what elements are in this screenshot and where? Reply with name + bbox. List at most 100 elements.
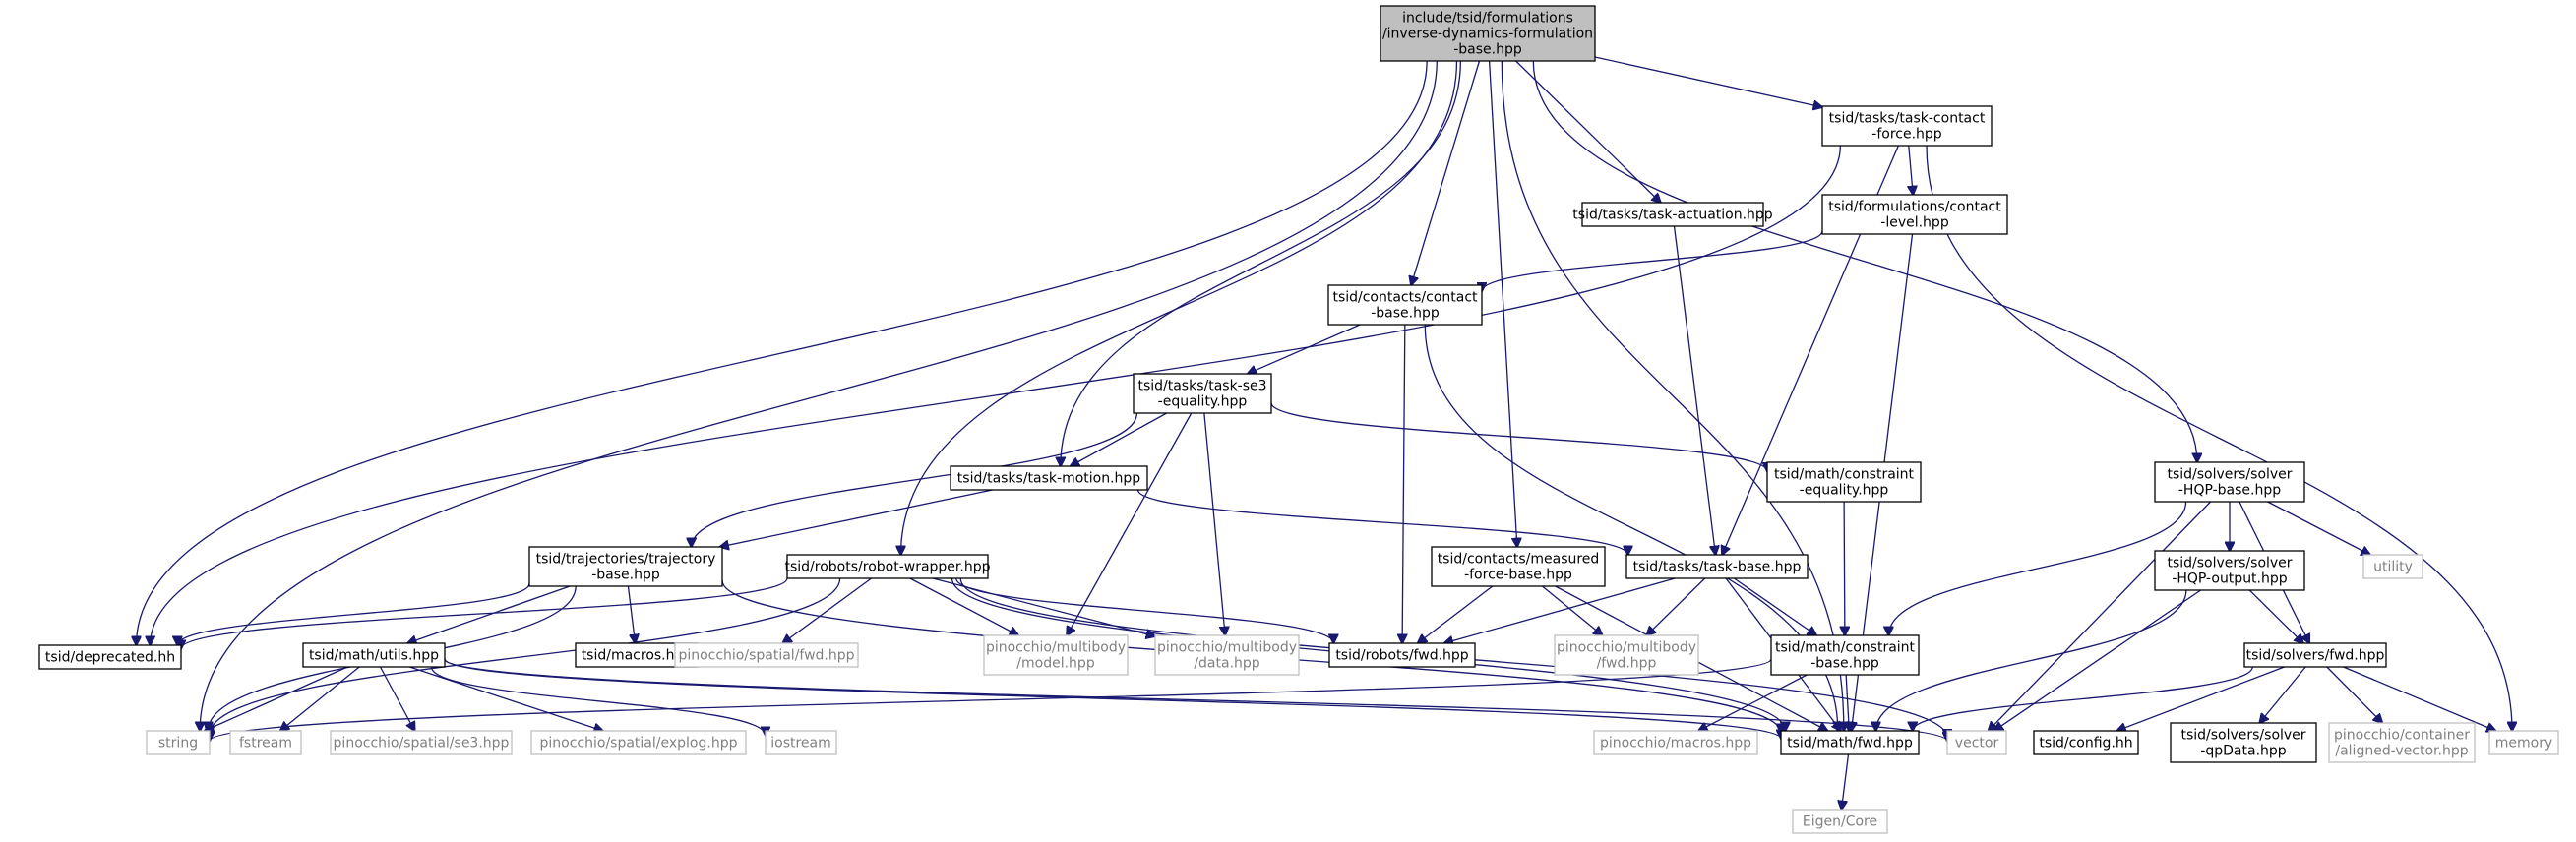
node-label: tsid/config.hh	[2039, 736, 2132, 752]
node-utility[interactable]: utility	[2362, 554, 2423, 579]
edge-robot-wrapper-to-deprecated	[181, 577, 788, 649]
node-solver-hqp-base[interactable]: tsid/solvers/solver-HQP-base.hpp	[2154, 461, 2305, 503]
node-task-actuation[interactable]: tsid/tasks/task-actuation.hpp	[1572, 202, 1773, 227]
node-box	[765, 730, 837, 755]
edge-root-to-deprecated	[136, 60, 1428, 645]
node-memory[interactable]: memory	[2488, 730, 2559, 755]
node-eigen-core[interactable]: Eigen/Core	[1792, 809, 1888, 834]
node-label: string	[158, 736, 198, 752]
node-pin-se3[interactable]: pinocchio/spatial/se3.hpp	[330, 730, 513, 755]
edge-solvers-fwd-to-math-fwd	[1913, 666, 2253, 731]
node-contact-level[interactable]: tsid/formulations/contact-level.hpp	[1821, 194, 2008, 235]
node-label: iostream	[770, 736, 831, 752]
node-label: pinocchio/multibody	[986, 640, 1126, 656]
node-label: /fwd.hpp	[1597, 656, 1657, 672]
edge-math-utils-to-fstream	[280, 666, 360, 731]
edge-traj-base-to-math-utils	[407, 585, 571, 643]
node-label: -equality.hpp	[1800, 483, 1889, 499]
node-label: tsid/trajectories/trajectory	[536, 552, 716, 568]
edge-solver-hqp-output-to-solvers-fwd	[2248, 589, 2303, 643]
node-pin-mb-fwd[interactable]: pinocchio/multibody/fwd.hpp	[1554, 634, 1699, 676]
edge-root-to-task-motion	[1061, 60, 1462, 466]
node-label: tsid/tasks/task-contact	[1829, 111, 1986, 127]
node-box	[1431, 546, 1606, 587]
node-box	[1154, 634, 1300, 676]
node-math-fwd[interactable]: tsid/math/fwd.hpp	[1780, 730, 1920, 755]
node-measured-force[interactable]: tsid/contacts/measured-force-base.hpp	[1431, 546, 1606, 587]
node-pin-spatial-fwd[interactable]: pinocchio/spatial/fwd.hpp	[674, 642, 859, 668]
node-math-utils[interactable]: tsid/math/utils.hpp	[302, 642, 446, 668]
node-task-se3[interactable]: tsid/tasks/task-se3-equality.hpp	[1133, 373, 1272, 414]
node-task-motion[interactable]: tsid/tasks/task-motion.hpp	[950, 465, 1148, 491]
node-box	[1780, 730, 1920, 755]
node-label: fstream	[239, 736, 292, 752]
node-config[interactable]: tsid/config.hh	[2033, 730, 2139, 755]
node-label: tsid/tasks/task-actuation.hpp	[1572, 208, 1773, 223]
node-robots-fwd[interactable]: tsid/robots/fwd.hpp	[1328, 642, 1476, 668]
node-solvers-fwd[interactable]: tsid/solvers/fwd.hpp	[2243, 642, 2387, 668]
node-label: tsid/tasks/task-base.hpp	[1633, 560, 1802, 575]
node-box	[2488, 730, 2559, 755]
edge-root-to-task-contact-force	[1594, 56, 1822, 107]
node-box	[1946, 730, 2007, 755]
node-label: -level.hpp	[1880, 215, 1949, 231]
node-contact-base[interactable]: tsid/contacts/contact-base.hpp	[1327, 284, 1483, 326]
node-task-base[interactable]: tsid/tasks/task-base.hpp	[1625, 554, 1809, 579]
edge-solver-hqp-output-to-vector	[1994, 589, 2201, 731]
edge-robot-wrapper-to-pin-spatial-fwd	[782, 577, 872, 643]
node-label: tsid/robots/fwd.hpp	[1335, 648, 1468, 664]
node-pin-data[interactable]: pinocchio/multibody/data.hpp	[1154, 634, 1300, 676]
node-label: tsid/tasks/task-se3	[1137, 379, 1266, 394]
edge-traj-base-to-macros	[627, 585, 635, 643]
dependency-edges	[136, 56, 2512, 810]
node-box	[983, 634, 1129, 676]
edge-robot-wrapper-to-string	[210, 577, 841, 735]
node-aligned-vector[interactable]: pinocchio/container/aligned-vector.hpp	[2328, 722, 2476, 763]
node-label: pinocchio/spatial/fwd.hpp	[678, 648, 854, 664]
node-vector[interactable]: vector	[1946, 730, 2007, 755]
edge-solvers-fwd-to-config	[2116, 666, 2285, 731]
node-label: memory	[2495, 736, 2553, 752]
node-string[interactable]: string	[146, 730, 211, 755]
node-pin-macros[interactable]: pinocchio/macros.hpp	[1593, 730, 1758, 755]
node-label: tsid/robots/robot-wrapper.hpp	[785, 560, 991, 575]
node-box	[330, 730, 513, 755]
node-deprecated[interactable]: tsid/deprecated.hh	[38, 644, 182, 670]
edge-math-utils-to-pin-explog	[409, 666, 602, 731]
node-solver-hqp-output[interactable]: tsid/solvers/solver-HQP-output.hpp	[2154, 550, 2305, 591]
node-label: pinocchio/container	[2334, 728, 2470, 744]
node-fstream[interactable]: fstream	[229, 730, 302, 755]
node-box	[2033, 730, 2139, 755]
node-label: pinocchio/multibody	[1557, 640, 1696, 656]
node-box	[1133, 373, 1272, 414]
node-robot-wrapper[interactable]: tsid/robots/robot-wrapper.hpp	[785, 554, 991, 579]
edge-root-to-string	[200, 60, 1438, 731]
node-qpdata[interactable]: tsid/solvers/solver-qpData.hpp	[2170, 722, 2317, 763]
node-root[interactable]: include/tsid/formulations/inverse-dynami…	[1380, 5, 1596, 62]
edge-task-se3-to-pin-model	[1067, 412, 1193, 635]
node-box	[229, 730, 302, 755]
node-pin-explog[interactable]: pinocchio/spatial/explog.hpp	[530, 730, 747, 755]
node-constraint-base[interactable]: tsid/math/constraint-base.hpp	[1770, 634, 1920, 676]
node-box	[1593, 730, 1758, 755]
node-iostream[interactable]: iostream	[765, 730, 837, 755]
node-box	[1821, 105, 1993, 147]
node-traj-base[interactable]: tsid/trajectories/trajectory-base.hpp	[528, 546, 723, 587]
node-pin-model[interactable]: pinocchio/multibody/model.hpp	[983, 634, 1129, 676]
node-label: tsid/deprecated.hh	[45, 650, 175, 666]
node-label: -base.hpp	[591, 568, 660, 583]
node-box	[38, 644, 182, 670]
node-box	[1327, 284, 1483, 326]
node-constraint-eq[interactable]: tsid/math/constraint-equality.hpp	[1766, 461, 1922, 503]
node-box	[146, 730, 211, 755]
node-label: tsid/solvers/solver	[2167, 467, 2292, 483]
node-label: tsid/math/constraint	[1774, 467, 1915, 483]
edge-task-se3-to-pin-data	[1203, 412, 1225, 635]
node-label: -force.hpp	[1871, 127, 1942, 143]
edge-root-to-solver-hqp-base	[1532, 60, 2197, 462]
node-label: tsid/solvers/solver	[2180, 728, 2305, 744]
edge-task-motion-to-traj-base	[720, 489, 993, 547]
node-label: -equality.hpp	[1158, 394, 1248, 410]
node-task-contact-force[interactable]: tsid/tasks/task-contact-force.hpp	[1821, 105, 1993, 147]
